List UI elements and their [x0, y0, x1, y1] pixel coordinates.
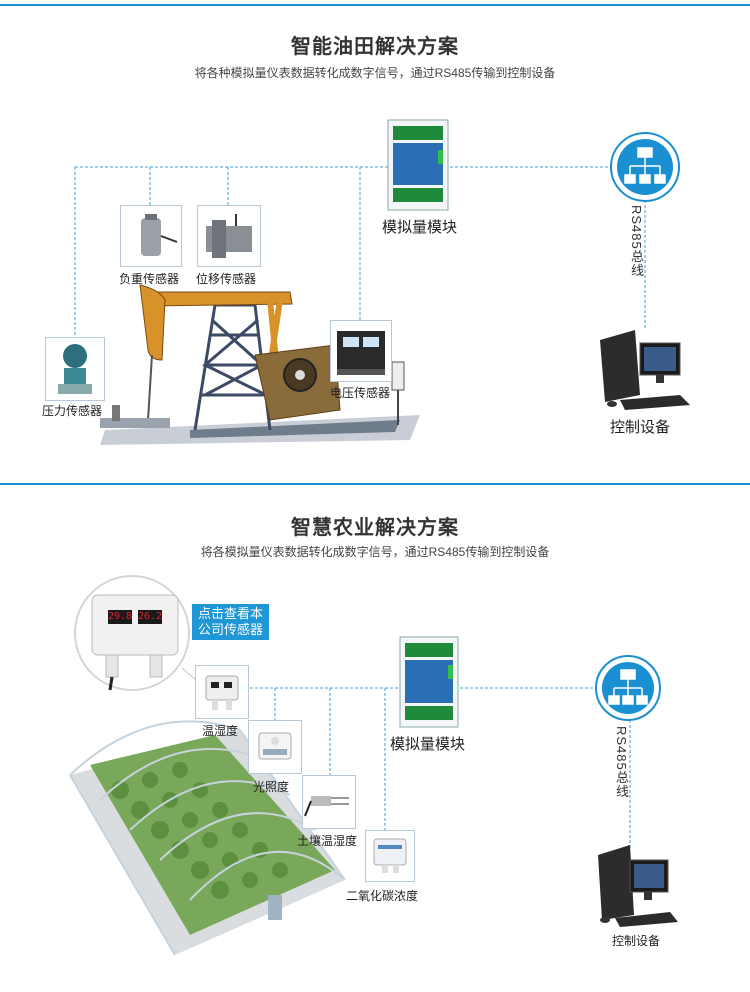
section1-top-rule [0, 4, 750, 6]
soil-sensor-image [302, 775, 356, 829]
s2-module-device [399, 636, 459, 728]
section2-title: 智慧农业解决方案 [291, 517, 459, 539]
temp-humidity-label: 温湿度 [202, 724, 239, 738]
s1-controller-label: 控制设备 [610, 419, 671, 436]
temp-humidity-sensor-image [195, 665, 249, 719]
magnifier-circle [74, 575, 197, 691]
pressure-sensor-image [45, 337, 105, 401]
section2-top-rule [0, 483, 750, 485]
illuminance-sensor-image [248, 720, 302, 774]
co2-sensor-image [365, 830, 415, 882]
load-sensor-label: 负重传感器 [119, 272, 180, 286]
displacement-sensor-image [197, 205, 261, 267]
illuminance-label: 光照度 [253, 780, 290, 794]
view-sensors-link[interactable]: 点击查看本 公司传感器 [192, 604, 270, 640]
display-right: 26.2 [138, 611, 163, 622]
s2-bus-label: RS485总线 [614, 726, 629, 799]
voltage-sensor-label: 电压传感器 [330, 386, 391, 400]
load-sensor-image [120, 205, 182, 267]
pressure-sensor-label: 压力传感器 [42, 404, 103, 418]
displacement-sensor-label: 位移传感器 [196, 272, 257, 286]
display-left: 29.8 [108, 611, 133, 622]
soil-label: 土壤温湿度 [297, 834, 358, 848]
greenhouse-illustration [69, 720, 346, 956]
s1-bus-label: RS485总线 [629, 205, 644, 278]
voltage-sensor-image [330, 320, 392, 382]
s1-module-device [387, 119, 449, 211]
s2-module-label: 模拟量模块 [390, 736, 466, 753]
s2-controller-label: 控制设备 [612, 934, 661, 948]
s1-network-icon [610, 132, 680, 202]
s2-network-icon [595, 655, 661, 721]
s1-computer-device [600, 330, 690, 410]
section1-subtitle: 将各种模拟量仪表数据转化成数字信号，通过RS485传输到控制设备 [194, 66, 556, 80]
callout-line2: 公司传感器 [198, 622, 264, 637]
s1-module-label: 模拟量模块 [382, 219, 458, 236]
oil-pump-illustration [100, 284, 420, 445]
co2-label: 二氧化碳浓度 [346, 889, 419, 903]
section2-subtitle: 将各模拟量仪表数据转化成数字信号，通过RS485传输到控制设备 [200, 545, 550, 559]
callout-line1: 点击查看本 [198, 606, 264, 621]
section1-title: 智能油田解决方案 [291, 36, 459, 58]
s2-computer-device [598, 845, 678, 927]
